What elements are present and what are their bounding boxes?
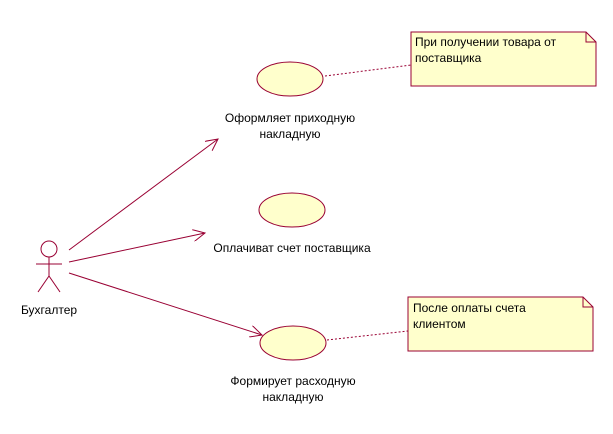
actor-label: Бухгалтер (21, 303, 77, 317)
use-case-1-label-line1: Оформляет приходную (225, 111, 355, 125)
use-case-2-ellipse[interactable] (258, 192, 326, 228)
actor-right-leg (48, 275, 61, 293)
actor-left-leg (37, 275, 50, 293)
note-1-text-line2: поставщика (415, 51, 482, 65)
use-case-3-label-line2: накладную (263, 390, 324, 404)
note-link-2 (326, 330, 409, 341)
note-2-text-line2: клиентом (413, 317, 466, 331)
note-link-1 (324, 64, 412, 77)
note-2[interactable]: После оплаты счета клиентом (407, 296, 594, 352)
use-case-3-label-line1: Формирует расходную (230, 374, 355, 388)
use-case-1[interactable]: Оформляет приходную накладную (225, 61, 355, 141)
note-2-fold (582, 297, 593, 308)
use-case-1-ellipse[interactable] (256, 61, 324, 97)
association-line-2[interactable] (68, 233, 205, 263)
note-1-body (410, 31, 597, 87)
note-2-text-line1: После оплаты счета (413, 301, 526, 315)
use-case-2-label-line1: Оплачиват счет поставщика (213, 241, 371, 255)
note-2-body (407, 296, 594, 352)
association-line-1[interactable] (68, 139, 218, 251)
note-1-fold (585, 32, 596, 43)
use-case-2[interactable]: Оплачиват счет поставщика (213, 192, 371, 255)
use-case-1-label-line2: накладную (260, 127, 321, 141)
association-line-3[interactable] (68, 272, 262, 335)
actor-bukhgalter[interactable]: Бухгалтер (21, 240, 77, 317)
note-1[interactable]: При получении товара от поставщика (410, 31, 597, 87)
use-case-3[interactable]: Формирует расходную накладную (230, 325, 356, 404)
use-case-3-ellipse[interactable] (259, 325, 327, 361)
note-1-text-line1: При получении товара от (415, 35, 557, 49)
actor-head (40, 240, 58, 258)
